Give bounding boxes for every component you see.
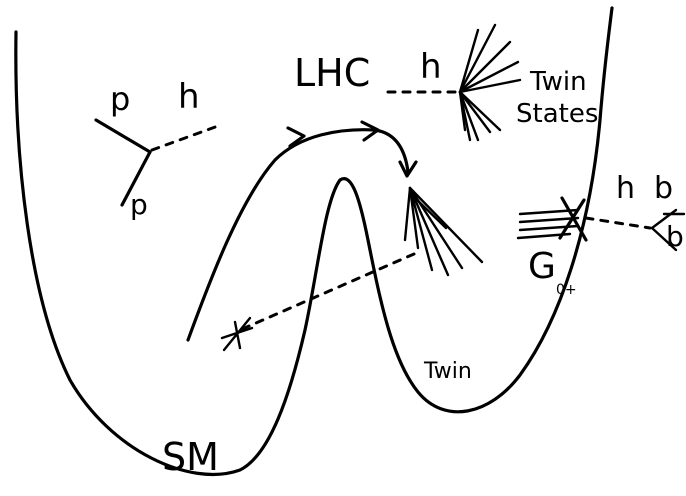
higgs-to-twin-states <box>386 23 522 142</box>
glueball-subscript-label: 0+ <box>556 282 577 298</box>
outer-well-curve <box>14 6 614 476</box>
lhc-label: LHC <box>294 51 370 95</box>
bottom-quark-label: b <box>654 171 673 206</box>
higgs-label-left: h <box>178 77 200 117</box>
arrow-head-1 <box>286 126 306 148</box>
arrow-head-2 <box>360 120 380 142</box>
twin-well-label: Twin <box>423 359 472 384</box>
twin-jet-middle <box>403 186 484 277</box>
twin-states-label-line1: Twin <box>529 67 587 97</box>
glueball-label: G <box>528 246 556 287</box>
proton-label-bottom: p <box>130 188 148 221</box>
sm-vertex-mark <box>220 316 254 352</box>
glueball-decay <box>516 196 678 252</box>
higgs-label-right: h <box>616 171 635 206</box>
anti-bottom-quark-label: b <box>666 220 684 253</box>
sm-well-label: SM <box>162 435 219 479</box>
trajectory-curve <box>186 128 410 342</box>
dashed-line-decay <box>238 252 416 332</box>
proton-label-top: p <box>110 80 130 118</box>
proton-collision <box>94 118 220 207</box>
twin-states-label-line2: States <box>516 99 598 129</box>
higgs-label-top: h <box>420 47 442 87</box>
arrow-head-3 <box>398 160 418 178</box>
